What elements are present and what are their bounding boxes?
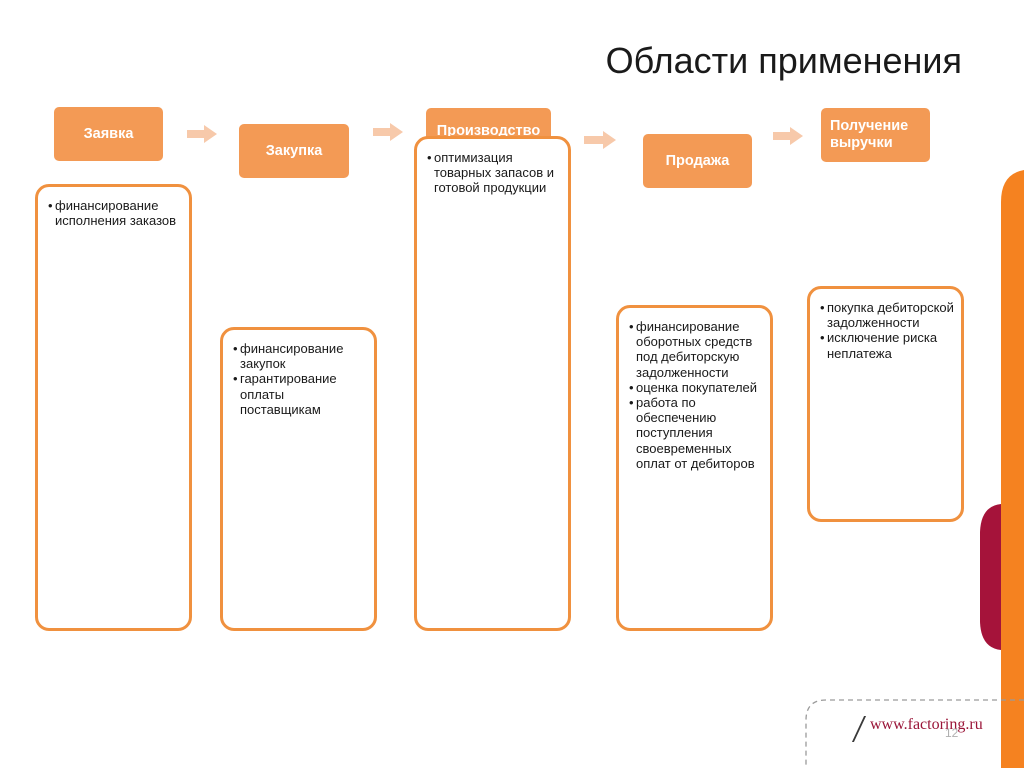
list-item: оценка покупателей (629, 380, 764, 395)
slide-title: Области применения (605, 40, 962, 81)
arrow-right-icon (187, 125, 217, 143)
stage-zakupka[interactable]: Закупка (239, 124, 349, 178)
side-decoration (980, 170, 1024, 768)
footer-frame (805, 699, 1024, 768)
arrow-right-icon (373, 123, 403, 141)
list-item: покупка дебиторской задолженности (820, 300, 955, 330)
list-item: финансирование оборотных средств под деб… (629, 319, 764, 380)
panel-zayavka: финансирование исполнения заказов (35, 184, 192, 631)
panel-poluchenie-vyruchki: покупка дебиторской задолженности исключ… (807, 286, 964, 522)
stage-prodazha[interactable]: Продажа (643, 134, 752, 188)
page-number: 12 (945, 726, 959, 740)
footer-url[interactable]: www.factoring.ru (870, 716, 983, 733)
stage-label: Закупка (265, 142, 323, 159)
list-item: оптимизация товарных запасов и готовой п… (427, 150, 562, 196)
stage-label: Заявка (83, 125, 134, 142)
stage-label: Получение выручки (830, 118, 909, 151)
stage-label: Производство (436, 123, 541, 139)
arrow-right-icon (584, 131, 616, 149)
panel-list: оптимизация товарных запасов и готовой п… (427, 150, 562, 196)
panel-list: финансирование закупок гарантирование оп… (233, 341, 368, 417)
stage-poluchenie-vyruchki[interactable]: Получение выручки (821, 108, 930, 162)
panel-list: покупка дебиторской задолженности исключ… (820, 300, 955, 361)
stage-label: Продажа (665, 152, 730, 169)
panel-prodazha: финансирование оборотных средств под деб… (616, 305, 773, 631)
panel-list: финансирование оборотных средств под деб… (629, 319, 764, 471)
stage-zayavka[interactable]: Заявка (54, 107, 163, 161)
list-item: гарантирование оплаты поставщикам (233, 371, 368, 417)
list-item: работа по обеспечению поступления своевр… (629, 395, 764, 471)
panel-list: финансирование исполнения заказов (48, 198, 183, 228)
arrow-right-icon (773, 127, 803, 145)
list-item: финансирование закупок (233, 341, 368, 371)
list-item: исключение риска неплатежа (820, 330, 955, 360)
list-item: финансирование исполнения заказов (48, 198, 183, 228)
panel-zakupka: финансирование закупок гарантирование оп… (220, 327, 377, 631)
panel-proizvodstvo: оптимизация товарных запасов и готовой п… (414, 136, 571, 631)
